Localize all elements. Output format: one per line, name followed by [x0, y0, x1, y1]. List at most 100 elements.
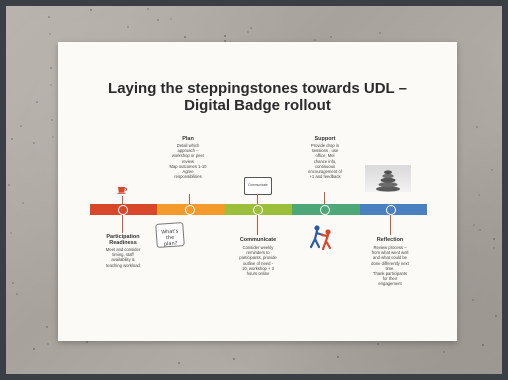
plan-line: Map outcomes 1-10	[169, 163, 207, 169]
background-speck	[478, 194, 481, 197]
background-speck	[250, 26, 253, 29]
participation-line: timing, staff	[112, 252, 134, 258]
whats-the-plan-sticker: What's the plan?	[155, 222, 185, 248]
background-speck	[479, 228, 482, 231]
communicate-line: 10, workshop + 3	[241, 265, 274, 271]
support-line: continuous	[314, 163, 336, 169]
plan-line: Detail which	[176, 143, 200, 148]
stage-reflection-title: Reflection	[376, 237, 404, 243]
plan-line: Agree	[182, 169, 194, 175]
stage-communicate-title: Communicate	[239, 237, 277, 243]
reflection-line: time.	[385, 265, 395, 271]
timeline-tick	[122, 196, 123, 204]
background-speck	[313, 39, 316, 42]
communicate-line: Consider weekly	[242, 245, 274, 250]
plan-line: approach –	[177, 148, 199, 154]
stacked-stones-image	[365, 165, 411, 192]
reflection-line: for their	[382, 276, 398, 282]
plan-line: review	[181, 158, 195, 164]
background-speck	[330, 35, 333, 38]
participation-line: availability &	[111, 257, 135, 263]
communicate-line: reminders to	[246, 250, 270, 256]
plan-line: responsibilities	[174, 174, 202, 180]
timeline-tick	[257, 194, 258, 204]
timeline-node	[386, 204, 396, 215]
support-line: chance info,	[313, 158, 337, 164]
background-speck	[147, 8, 150, 10]
communicate-line: hours online	[246, 271, 270, 277]
support-line: Provide drop in	[310, 143, 340, 148]
stage-support-text: Provide drop in sessions , use office, M…	[300, 143, 350, 179]
communicate-line: participants, provide	[239, 255, 277, 261]
background-speck	[12, 281, 15, 284]
reflection-line: Thank participants	[372, 271, 408, 277]
background-speck	[9, 232, 12, 235]
background-speck	[16, 292, 19, 295]
timeline-node	[253, 204, 263, 215]
background-speck	[490, 169, 493, 172]
background-speck	[377, 342, 380, 345]
background-speck	[89, 9, 92, 12]
background-speck	[51, 118, 54, 121]
background-speck	[184, 35, 187, 38]
participation-title-line-1: Participation	[106, 234, 140, 240]
people-helping-image	[309, 225, 332, 251]
background-speck	[33, 141, 36, 144]
background-speck	[11, 138, 14, 141]
reflection-line: engagement	[378, 281, 402, 287]
stage-support-title: Support	[314, 136, 336, 142]
coffee-cup-icon	[117, 187, 128, 194]
background-speck	[228, 40, 231, 43]
slide-title: Laying the steppingstones towards UDL – …	[58, 80, 457, 114]
background-speck	[49, 67, 52, 70]
timeline-tick	[257, 215, 258, 235]
communicate-bubble-text: Communicate	[248, 183, 268, 187]
background-speck	[156, 18, 159, 21]
slide: Laying the steppingstones towards UDL – …	[58, 42, 457, 341]
reflection-line: from what went well	[371, 250, 409, 256]
background-speck	[224, 40, 227, 43]
background-speck	[177, 361, 180, 364]
background-speck	[127, 26, 130, 29]
background-speck	[232, 358, 235, 361]
stage-participation-title: Participation Readiness	[93, 234, 153, 246]
timeline-node	[118, 204, 128, 215]
sticker-line: plan?	[163, 240, 178, 248]
stage-plan-text: Detail which approach – workshop or peer…	[163, 143, 213, 179]
background-speck	[223, 35, 226, 38]
support-line: +1 and feedback	[309, 174, 341, 180]
background-speck	[51, 135, 54, 138]
background-speck	[32, 347, 35, 350]
reflection-line: and what could be	[373, 255, 407, 261]
communicate-speech-bubble-image: Communicate	[244, 177, 272, 195]
background-speck	[471, 298, 474, 301]
background-speck	[493, 246, 496, 249]
participation-line: teaching workload	[106, 262, 140, 268]
background-speck	[472, 223, 475, 226]
timeline-tick	[324, 192, 325, 204]
support-line: sessions , use	[311, 148, 339, 154]
background-speck	[476, 125, 479, 128]
timeline-tick	[390, 215, 391, 235]
background-speck	[48, 32, 51, 35]
background-speck	[495, 315, 498, 318]
background-speck	[336, 355, 339, 358]
timeline-node	[320, 204, 330, 215]
background-speck	[493, 237, 496, 240]
slide-title-line-1: Laying the steppingstones towards UDL –	[108, 80, 407, 97]
slide-title-line-2: Digital Badge rollout	[184, 97, 331, 114]
timeline-tick	[189, 194, 190, 204]
participation-line: Meet and consider	[105, 247, 141, 252]
background-speck	[8, 184, 11, 187]
background-speck	[482, 343, 485, 346]
communicate-line: outline of need -	[242, 260, 274, 266]
stage-communicate-text: Consider weekly reminders to participant…	[233, 245, 283, 276]
reflection-line: Review process –	[373, 245, 407, 250]
stage-participation-text: Meet and consider timing, staff availabi…	[98, 247, 148, 268]
support-line: office, Mel	[315, 153, 335, 159]
plan-line: workshop or peer	[171, 153, 205, 159]
support-line: encouragement of	[308, 169, 342, 175]
background-speck	[86, 341, 89, 344]
background-speck	[378, 32, 381, 35]
stage-plan-title: Plan	[182, 136, 194, 142]
